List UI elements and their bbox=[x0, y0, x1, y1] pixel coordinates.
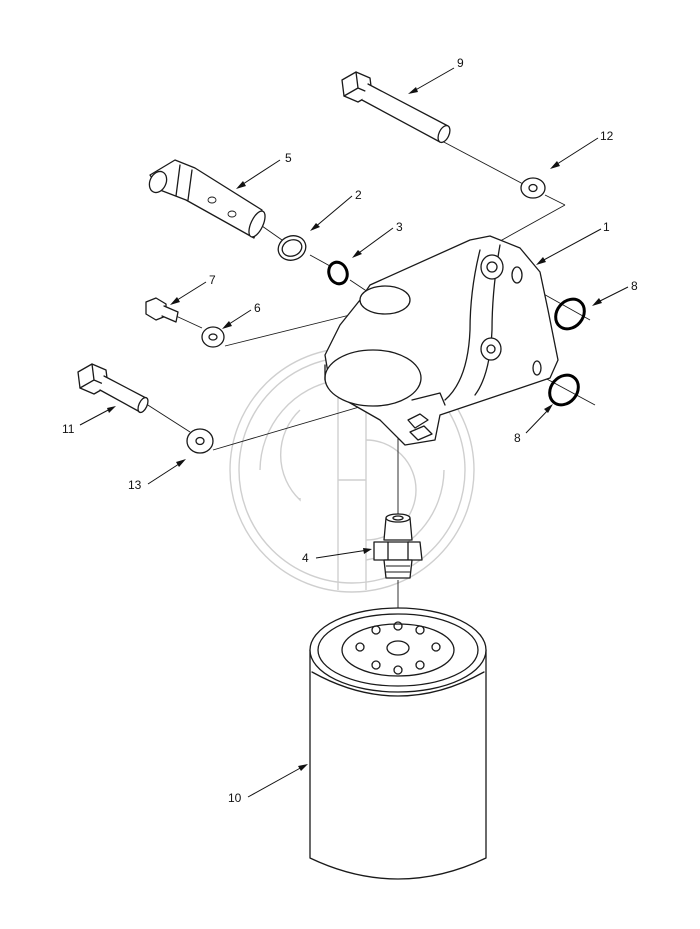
label-4: 4 bbox=[302, 551, 309, 565]
leader-arrows bbox=[79, 67, 629, 798]
oring-8a bbox=[554, 297, 586, 331]
oring-8b bbox=[548, 373, 580, 407]
nipple-4 bbox=[373, 513, 423, 579]
label-1: 1 bbox=[603, 220, 610, 234]
washer-13 bbox=[186, 428, 214, 454]
label-8b: 8 bbox=[514, 431, 521, 445]
label-13: 13 bbox=[128, 478, 142, 492]
label-12: 12 bbox=[600, 129, 614, 143]
label-2: 2 bbox=[355, 188, 362, 202]
label-6: 6 bbox=[254, 301, 261, 315]
filter-head-1 bbox=[324, 235, 559, 446]
label-11: 11 bbox=[62, 422, 75, 436]
bolt-11 bbox=[77, 363, 149, 414]
valve-5 bbox=[148, 159, 266, 239]
washer-12 bbox=[520, 177, 546, 199]
label-9: 9 bbox=[457, 56, 464, 70]
washer-6 bbox=[201, 326, 225, 348]
label-3: 3 bbox=[396, 220, 403, 234]
oring-3 bbox=[327, 260, 349, 286]
label-8a: 8 bbox=[631, 279, 638, 293]
label-7: 7 bbox=[209, 273, 216, 287]
label-5: 5 bbox=[285, 151, 292, 165]
label-10: 10 bbox=[228, 791, 242, 805]
bolt-9 bbox=[341, 71, 451, 144]
part-labels: 9 12 5 2 3 1 7 6 8 8 11 13 4 10 bbox=[62, 56, 638, 805]
washer-2 bbox=[277, 235, 307, 261]
bolt-7 bbox=[145, 297, 179, 323]
filter-10 bbox=[309, 607, 487, 880]
